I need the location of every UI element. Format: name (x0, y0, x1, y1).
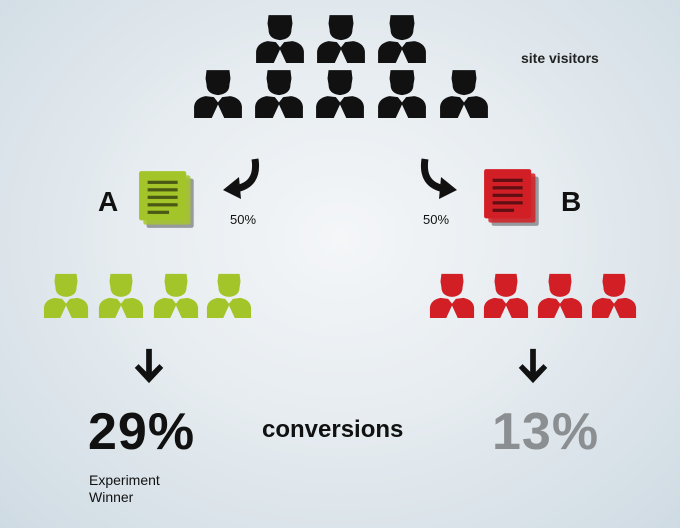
split-arrow-left-icon (223, 158, 260, 199)
variant-a-visitor-icon (97, 271, 145, 319)
variant-b-label: B (561, 186, 582, 217)
split-a-percent: 50% (230, 212, 257, 227)
conversions-label: conversions (262, 416, 404, 443)
variant-a-label: A (98, 186, 119, 217)
visitor-icon (192, 67, 244, 119)
variant-b-visitor-icon (428, 271, 476, 319)
variant-a-document-icon (138, 170, 198, 230)
variant-a-visitor-icon (205, 271, 253, 319)
visitor-icon (376, 67, 428, 119)
split-arrow-right-icon (420, 158, 457, 199)
visitor-icon (376, 12, 428, 64)
visitor-icon (315, 12, 367, 64)
variant-b-visitor-icon (590, 271, 638, 319)
variant-b-conversion-rate: 13% (492, 403, 600, 461)
arrow-down-icon (130, 345, 168, 387)
site-visitors-label: site visitors (521, 50, 599, 66)
variant-a-visitor-icon (152, 271, 200, 319)
winner-line-1: Experiment (89, 472, 160, 488)
variant-b-document-icon (483, 168, 543, 228)
winner-line-2: Winner (89, 489, 134, 505)
variant-b-visitor-icon (536, 271, 584, 319)
variant-a-visitor-icon (42, 271, 90, 319)
variant-b-visitor-icon (482, 271, 530, 319)
visitor-icon (438, 67, 490, 119)
visitor-icon (253, 67, 305, 119)
visitor-icon (254, 12, 306, 64)
experiment-winner-label: Experiment Winner (89, 472, 160, 506)
arrow-down-icon (514, 345, 552, 387)
split-b-percent: 50% (423, 212, 450, 227)
visitor-icon (314, 67, 366, 119)
variant-a-conversion-rate: 29% (88, 403, 196, 461)
